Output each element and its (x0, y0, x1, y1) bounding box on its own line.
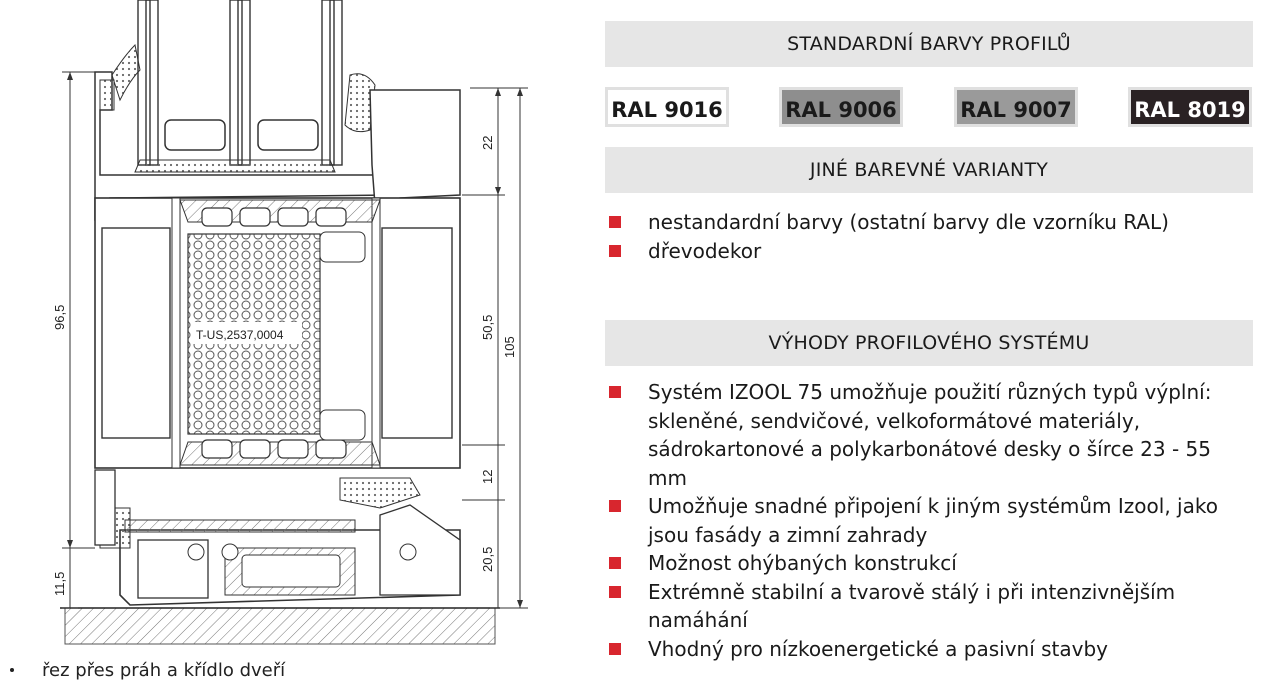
bullet-icon (609, 585, 621, 598)
drawing-caption: řez přes práh a křídlo dveří (10, 660, 285, 681)
glass-panes (137, 0, 343, 166)
dim-20-5: 20,5 (480, 547, 495, 572)
profile-section-drawing: T-US,2537,0004 22 96,5 50,5 105 12 20,5 (52, 0, 528, 645)
advantages-list: Systém IZOOL 75 umožňuje použití různých… (605, 378, 1245, 663)
dim-11-5: 11,5 (52, 572, 67, 596)
color-chip-ral-9006: RAL 9006 (779, 87, 903, 127)
bullet-icon (609, 216, 621, 228)
color-chip-ral-9016: RAL 9016 (605, 87, 729, 127)
list-item: dřevodekor (605, 237, 1169, 266)
bullet-icon (609, 642, 621, 655)
list-item: Vhodný pro nízkoenergetické a pasivní st… (605, 635, 1245, 664)
bullet-icon (609, 386, 621, 398)
floor-hatch (64, 607, 496, 645)
list-item: nestandardní barvy (ostatní barvy dle vz… (605, 208, 1169, 237)
list-item: Extrémně stabilní a tvarově stálý i při … (605, 578, 1245, 635)
standard-colors-heading: STANDARDNÍ BARVY PROFILŮ (605, 21, 1253, 67)
gasket-right (344, 73, 376, 133)
other-colors-heading: JINÉ BAREVNÉ VARIANTY (605, 147, 1253, 193)
caption-bullet (10, 668, 14, 672)
profile-code: T-US,2537,0004 (196, 328, 284, 342)
bullet-icon (609, 244, 621, 257)
dim-105: 105 (502, 336, 517, 358)
dim-12: 12 (480, 470, 495, 484)
dim-50-5: 50,5 (480, 315, 495, 340)
color-chip-ral-8019: RAL 8019 (1128, 87, 1252, 127)
list-item: Systém IZOOL 75 umožňuje použití různých… (605, 378, 1245, 492)
color-chip-ral-9007: RAL 9007 (954, 87, 1078, 127)
list-item: Umožňuje snadné připojení k jiným systém… (605, 492, 1245, 549)
gasket-left (111, 43, 141, 102)
other-colors-list: nestandardní barvy (ostatní barvy dle vz… (605, 208, 1169, 265)
dim-96-5: 96,5 (52, 305, 67, 330)
bullet-icon (609, 500, 621, 512)
advantages-heading: VÝHODY PROFILOVÉHO SYSTÉMU (605, 320, 1253, 366)
list-item: Možnost ohýbaných konstrukcí (605, 549, 1245, 578)
bullet-icon (609, 557, 621, 569)
dim-22: 22 (480, 136, 495, 150)
caption-text: řez přes práh a křídlo dveří (42, 660, 286, 681)
